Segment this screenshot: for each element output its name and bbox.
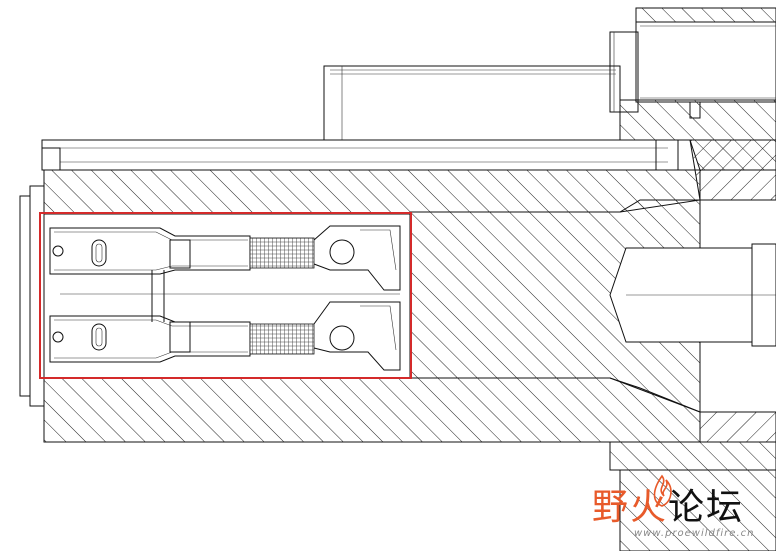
body-upper-wall (43, 169, 701, 215)
upper-collet-finger (49, 225, 401, 291)
watermark-title: 野火论坛 (592, 488, 744, 528)
upper-housing (609, 7, 776, 201)
lower-collet-finger (49, 301, 401, 371)
body-lower-wall (43, 377, 701, 443)
flame-icon (653, 474, 672, 507)
lower-housing (609, 411, 776, 551)
inner-cavity (43, 213, 411, 379)
highlight-frame (39, 212, 412, 379)
center-bore (609, 243, 776, 347)
top-block (323, 65, 621, 141)
watermark-title-part2: 论坛 (668, 487, 745, 528)
linking-rod (60, 270, 400, 322)
forum-watermark: 野火论坛 www.proewildfire.cn (592, 474, 772, 548)
watermark-url: www.proewildfire.cn (634, 528, 755, 539)
watermark-title-part1: 野火 (592, 487, 669, 528)
outer-sleeve (41, 139, 679, 171)
